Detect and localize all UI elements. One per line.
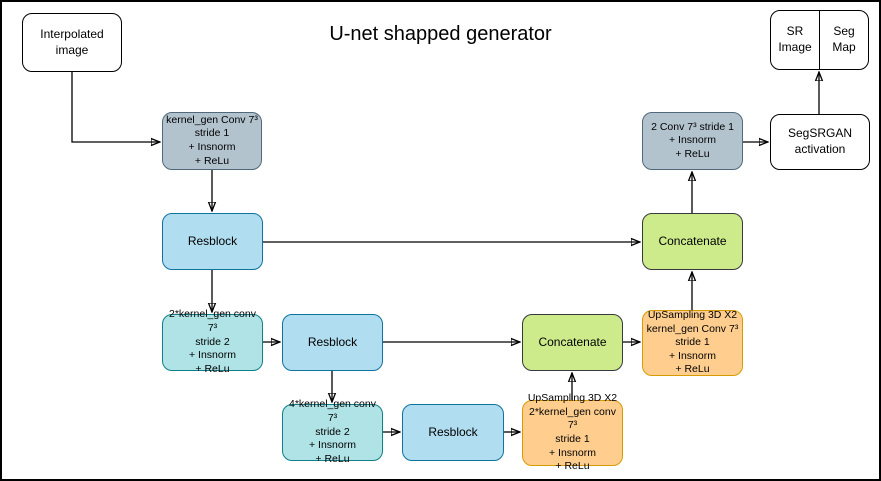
- block-decoder-conv: 2 Conv 7³ stride 1 + Insnorm + ReLu: [642, 112, 743, 170]
- output-sr-image: SR Image: [771, 11, 820, 69]
- block-encoder-conv1: kernel_gen Conv 7³ stride 1 + Insnorm + …: [162, 112, 262, 170]
- block-encoder-conv2: 2*kernel_gen conv 7³ stride 2 + Insnorm …: [162, 308, 263, 375]
- block-resblock3: Resblock: [402, 404, 504, 461]
- diagram-title: U-net shapped generator: [329, 23, 552, 45]
- block-upsampling1: UpSampling 3D X2 2*kernel_gen conv 7³ st…: [522, 392, 623, 472]
- block-resblock2: Resblock: [282, 314, 383, 371]
- block-output: SR Image Seg Map: [770, 10, 869, 70]
- block-concatenate1: Concatenate: [522, 314, 623, 371]
- block-upsampling2: UpSampling 3D X2 kernel_gen Conv 7³ stri…: [642, 309, 743, 376]
- block-segsrgan-activation: SegSRGAN activation: [770, 114, 870, 170]
- block-concatenate2: Concatenate: [642, 213, 743, 270]
- output-seg-map: Seg Map: [832, 24, 856, 54]
- arrow-input-to-conv1: [71, 72, 160, 142]
- block-resblock1: Resblock: [162, 213, 263, 270]
- block-interpolated-image: Interpolated image: [22, 13, 122, 72]
- block-encoder-conv3: 4*kernel_gen conv 7³ stride 2 + Insnorm …: [282, 398, 383, 465]
